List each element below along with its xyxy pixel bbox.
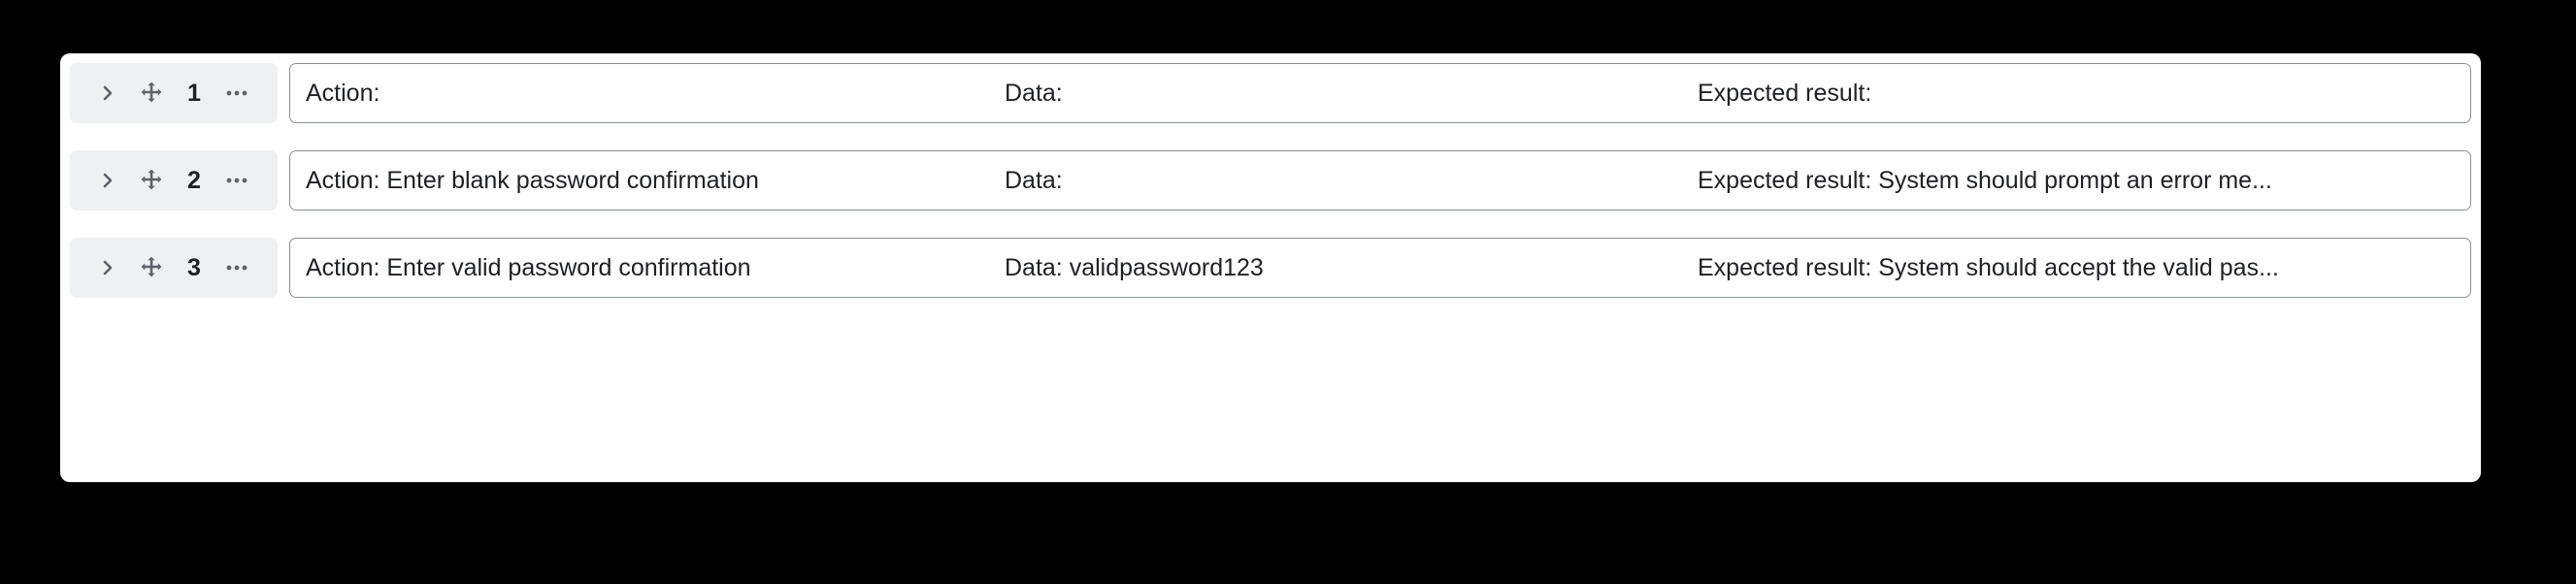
action-text: Action: (306, 79, 380, 107)
step-number: 2 (187, 166, 201, 194)
test-steps-card: 1 Action: Data: Expected result: 2 Act (60, 53, 2481, 482)
data-text: Data: (1005, 166, 1063, 194)
ellipsis-icon[interactable] (224, 257, 249, 278)
step-field[interactable]: Action: Enter valid password confirmatio… (289, 238, 2471, 298)
expected-text: Expected result: System should accept th… (1698, 253, 2279, 281)
step-number: 3 (187, 253, 201, 281)
row-controls-2: 2 (70, 150, 278, 211)
expected-text: Expected result: System should prompt an… (1698, 166, 2272, 194)
move-arrows-icon[interactable] (139, 168, 164, 193)
action-text: Action: Enter valid password confirmatio… (306, 253, 751, 281)
test-step-row: 1 Action: Data: Expected result: (70, 63, 2471, 123)
data-text: Data: (1005, 79, 1063, 107)
test-step-row: 2 Action: Enter blank password confirmat… (70, 150, 2471, 211)
test-step-row: 3 Action: Enter valid password confirmat… (70, 238, 2471, 298)
step-field[interactable]: Action: Enter blank password confirmatio… (289, 150, 2471, 211)
ellipsis-icon[interactable] (224, 170, 249, 191)
chevron-right-icon[interactable] (98, 170, 117, 191)
step-number: 1 (187, 79, 201, 107)
row-controls-1: 1 (70, 63, 278, 123)
move-arrows-icon[interactable] (139, 255, 164, 280)
action-text: Action: Enter blank password confirmatio… (306, 166, 759, 194)
chevron-right-icon[interactable] (98, 257, 117, 278)
step-field[interactable]: Action: Data: Expected result: (289, 63, 2471, 123)
chevron-right-icon[interactable] (98, 82, 117, 104)
data-text: Data: validpassword123 (1005, 253, 1264, 281)
ellipsis-icon[interactable] (224, 82, 249, 104)
move-arrows-icon[interactable] (139, 81, 164, 106)
expected-text: Expected result: (1698, 79, 1872, 107)
row-controls-3: 3 (70, 238, 278, 298)
